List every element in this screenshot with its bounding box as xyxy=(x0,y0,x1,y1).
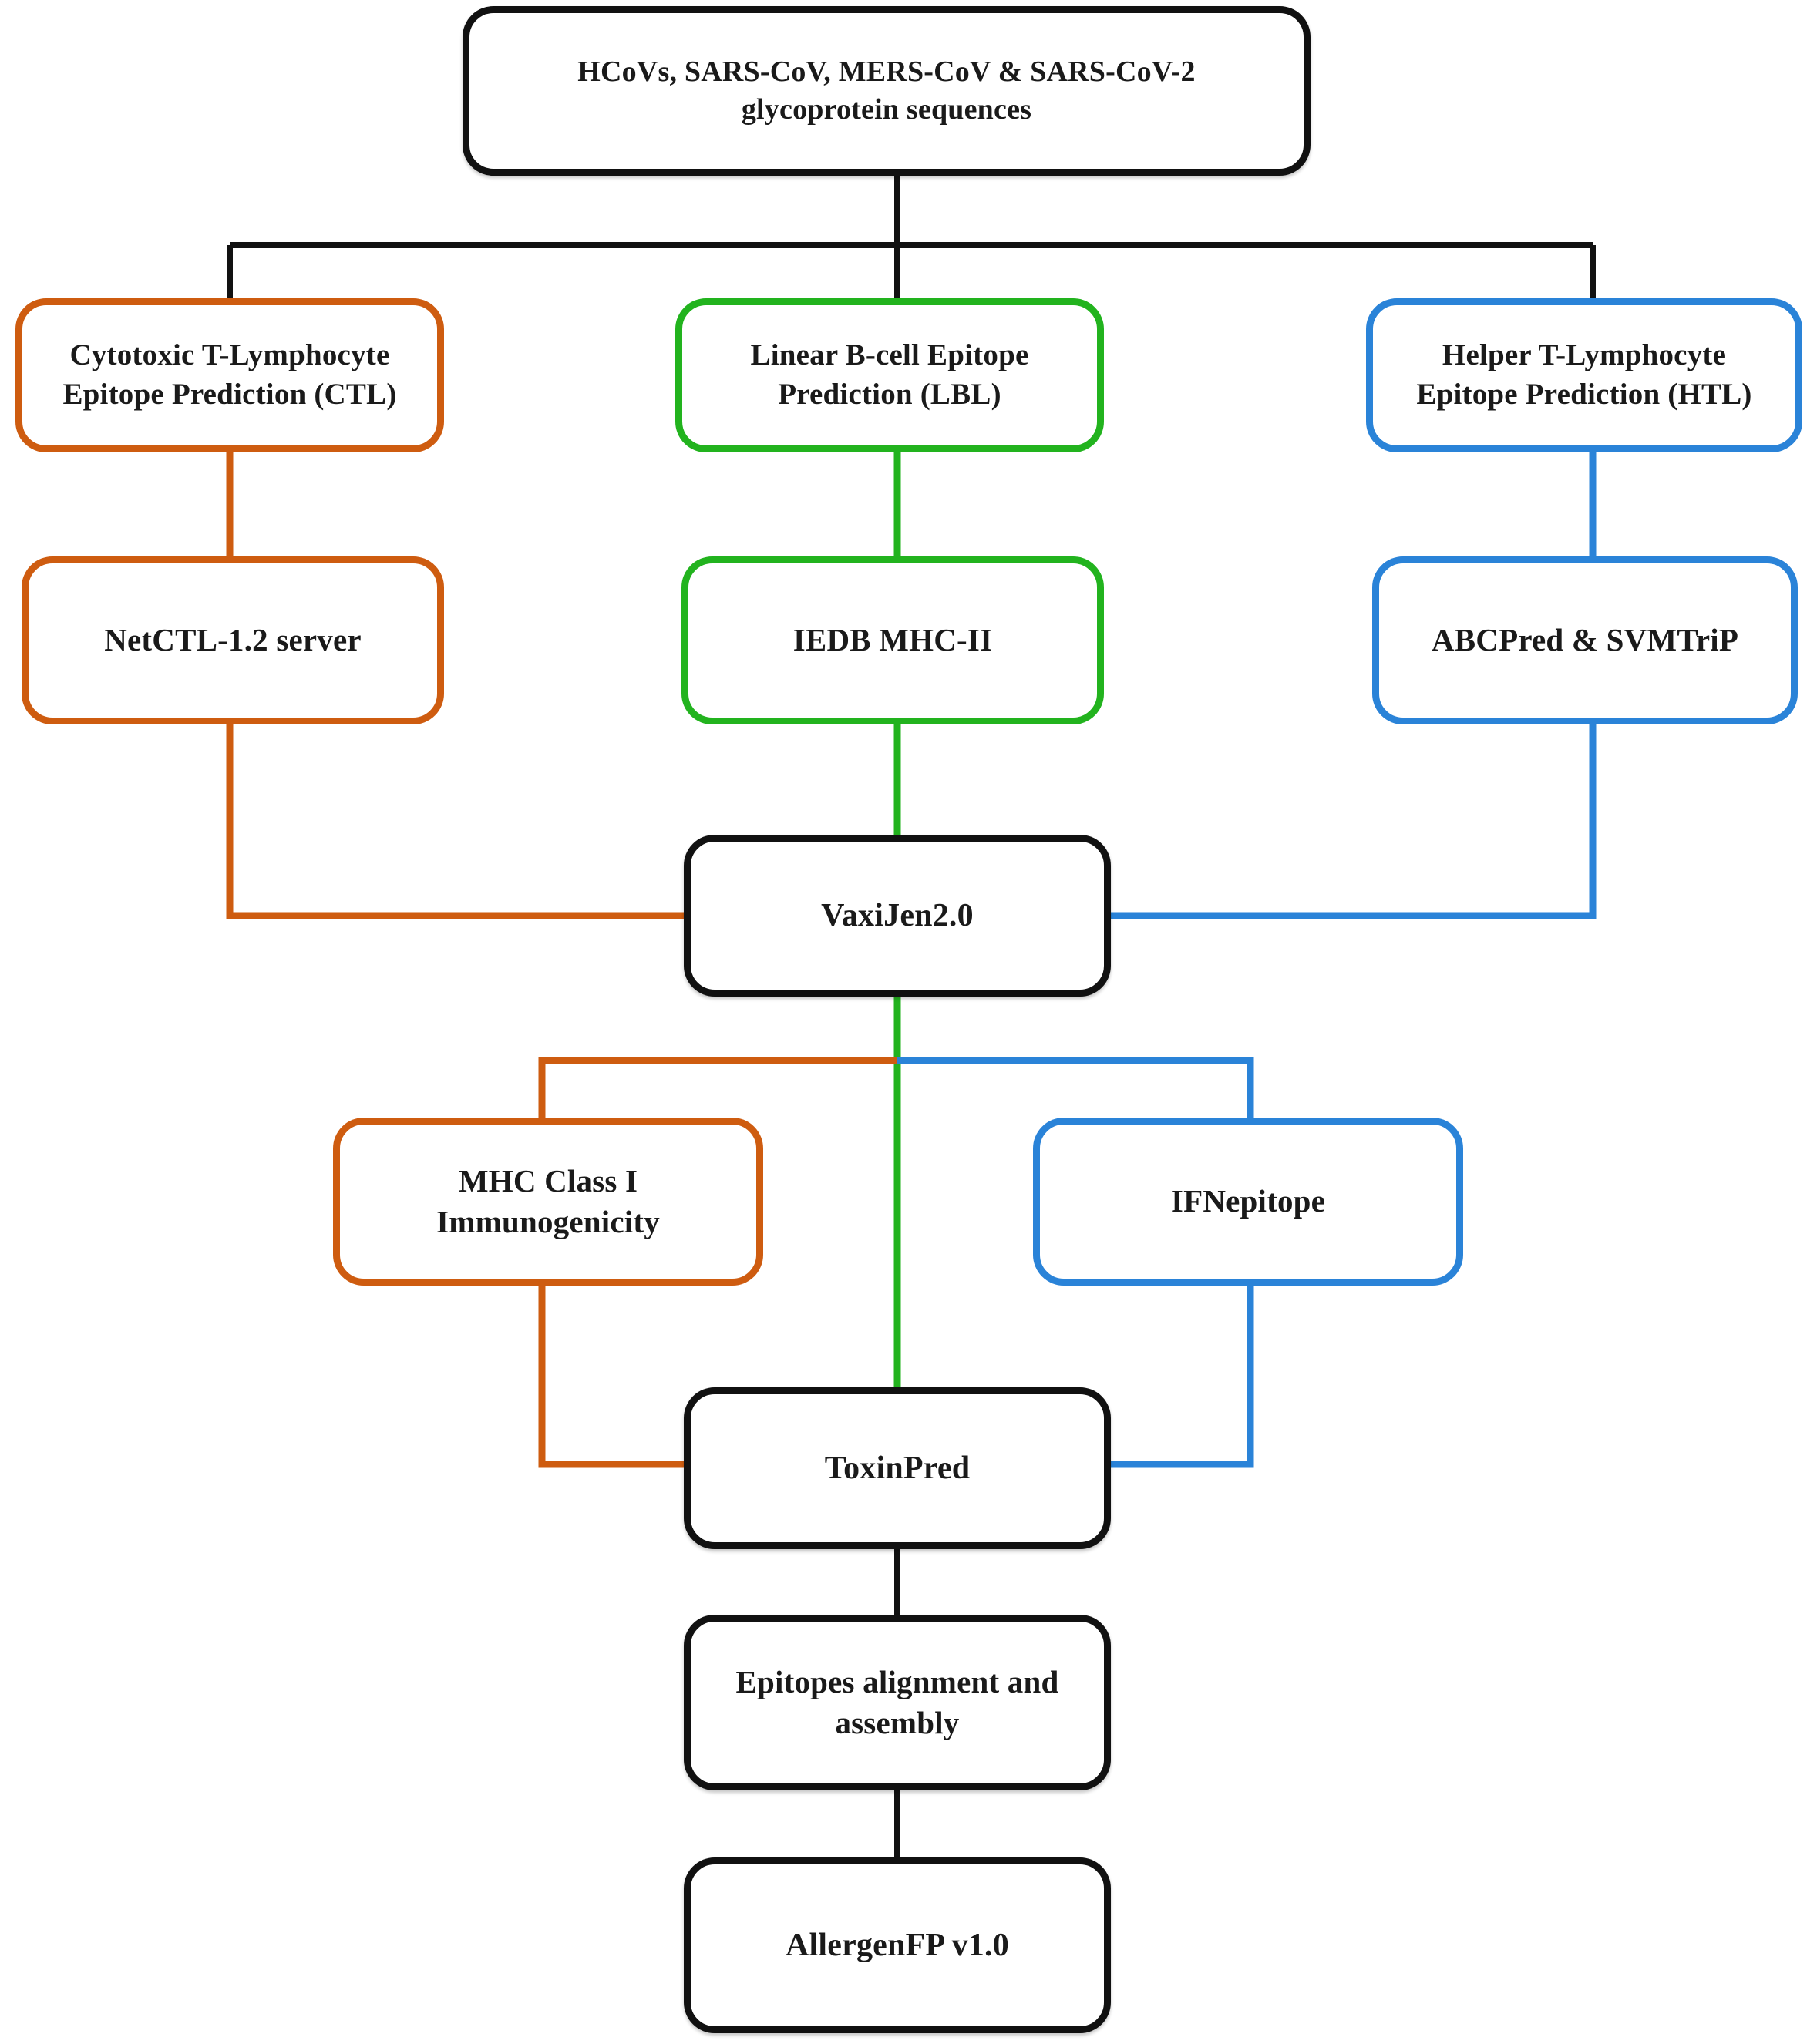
node-allergenfp[interactable]: AllergenFP v1.0 xyxy=(684,1857,1111,2033)
node-source-sequences[interactable]: HCoVs, SARS-CoV, MERS-CoV & SARS-CoV-2 g… xyxy=(463,6,1311,176)
node-label-iedb-mhc-ii: IEDB MHC-II xyxy=(792,622,993,658)
node-label-mhc-class-i-immunogenicity: MHC Class I Immunogenicity xyxy=(436,1162,660,1239)
node-label-lbl-prediction: Linear B-cell Epitope Prediction (LBL) xyxy=(750,338,1029,411)
node-label-source-sequences: HCoVs, SARS-CoV, MERS-CoV & SARS-CoV-2 g… xyxy=(577,55,1196,126)
node-label-toxinpred: ToxinPred xyxy=(824,1450,971,1486)
connector-vaxijen-to-mhc1 xyxy=(538,1057,897,1121)
node-label-epitopes-alignment-assembly: Epitopes alignment and assembly xyxy=(735,1663,1059,1740)
connector-vaxijen-to-ifn xyxy=(897,1057,1254,1121)
connector-abcpred-to-vaxijen xyxy=(1107,724,1597,919)
node-htl-prediction[interactable]: Helper T-Lymphocyte Epitope Prediction (… xyxy=(1366,298,1802,452)
node-label-allergenfp: AllergenFP v1.0 xyxy=(786,1927,1009,1963)
connector-netctl-to-vaxijen xyxy=(226,724,688,919)
node-epitopes-alignment-assembly[interactable]: Epitopes alignment and assembly xyxy=(684,1615,1111,1790)
node-label-ifnepitope: IFNepitope xyxy=(1170,1183,1326,1219)
node-label-ctl-prediction: Cytotoxic T-Lymphocyte Epitope Predictio… xyxy=(62,338,397,411)
connector-ifn-to-toxinpred xyxy=(1107,1286,1254,1468)
node-ifnepitope[interactable]: IFNepitope xyxy=(1033,1118,1463,1286)
node-abcpred-svmtrip[interactable]: ABCPred & SVMTriP xyxy=(1372,556,1798,724)
connector-mhc1-to-toxinpred xyxy=(538,1286,688,1468)
node-iedb-mhc-ii[interactable]: IEDB MHC-II xyxy=(681,556,1104,724)
node-label-abcpred-svmtrip: ABCPred & SVMTriP xyxy=(1431,622,1739,658)
node-label-netctl-server: NetCTL-1.2 server xyxy=(104,622,362,658)
node-mhc-class-i-immunogenicity[interactable]: MHC Class I Immunogenicity xyxy=(333,1118,763,1286)
node-label-htl-prediction: Helper T-Lymphocyte Epitope Prediction (… xyxy=(1416,338,1752,411)
node-label-vaxijen: VaxiJen2.0 xyxy=(821,897,974,933)
node-toxinpred[interactable]: ToxinPred xyxy=(684,1387,1111,1549)
node-netctl-server[interactable]: NetCTL-1.2 server xyxy=(22,556,444,724)
node-lbl-prediction[interactable]: Linear B-cell Epitope Prediction (LBL) xyxy=(675,298,1104,452)
node-vaxijen[interactable]: VaxiJen2.0 xyxy=(684,835,1111,997)
node-ctl-prediction[interactable]: Cytotoxic T-Lymphocyte Epitope Predictio… xyxy=(15,298,444,452)
